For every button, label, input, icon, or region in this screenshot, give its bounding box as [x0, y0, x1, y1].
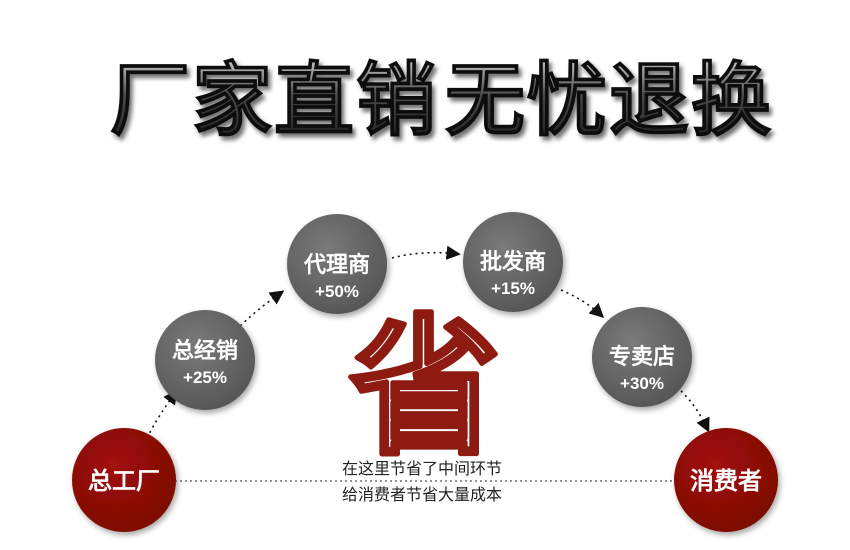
- node-wholesaler-label: 批发商: [480, 249, 546, 275]
- headline-right: 无忧退换: [445, 54, 773, 147]
- node-agent-pct: +50%: [315, 282, 359, 301]
- node-consumer-label: 消费者: [690, 467, 762, 495]
- node-wholesaler: 批发商 +15%: [463, 212, 563, 312]
- arrow-agent-to-wholesaler: [391, 245, 461, 260]
- node-distributor-label: 总经销: [172, 338, 238, 364]
- node-agent-circle: [287, 214, 387, 314]
- node-distributor: 总经销 +25%: [155, 310, 255, 410]
- node-factory-circle: [72, 428, 176, 532]
- node-agent: 代理商 +50%: [287, 214, 387, 314]
- node-distributor-pct: +25%: [183, 368, 227, 387]
- save-glyph: 省: [347, 300, 502, 479]
- node-distributor-circle: [155, 310, 255, 410]
- node-consumer-circle: [674, 428, 778, 532]
- save-glyph-text: 省: [350, 302, 500, 476]
- arrow-distributor-to-agent: [235, 290, 285, 331]
- arrow-wholesaler-to-retailer: [560, 289, 605, 318]
- node-retailer-label: 专卖店: [609, 344, 675, 370]
- arrow-retailer-to-consumer: [680, 390, 710, 433]
- node-factory: 总工厂: [72, 428, 176, 532]
- headline-left: 厂家直销: [110, 54, 438, 147]
- node-wholesaler-circle: [463, 212, 563, 312]
- node-retailer: 专卖店 +30%: [592, 307, 692, 407]
- arrow-factory-to-distributor: [146, 389, 178, 439]
- node-consumer: 消费者: [674, 428, 778, 532]
- caption-line-2: 给消费者节省大量成本: [342, 485, 502, 504]
- node-retailer-circle: [592, 307, 692, 407]
- node-agent-label: 代理商: [303, 252, 370, 278]
- node-retailer-pct: +30%: [620, 374, 664, 393]
- node-factory-label: 总工厂: [88, 467, 160, 495]
- caption-line-1: 在这里节省了中间环节: [342, 459, 502, 478]
- node-wholesaler-pct: +15%: [491, 279, 535, 298]
